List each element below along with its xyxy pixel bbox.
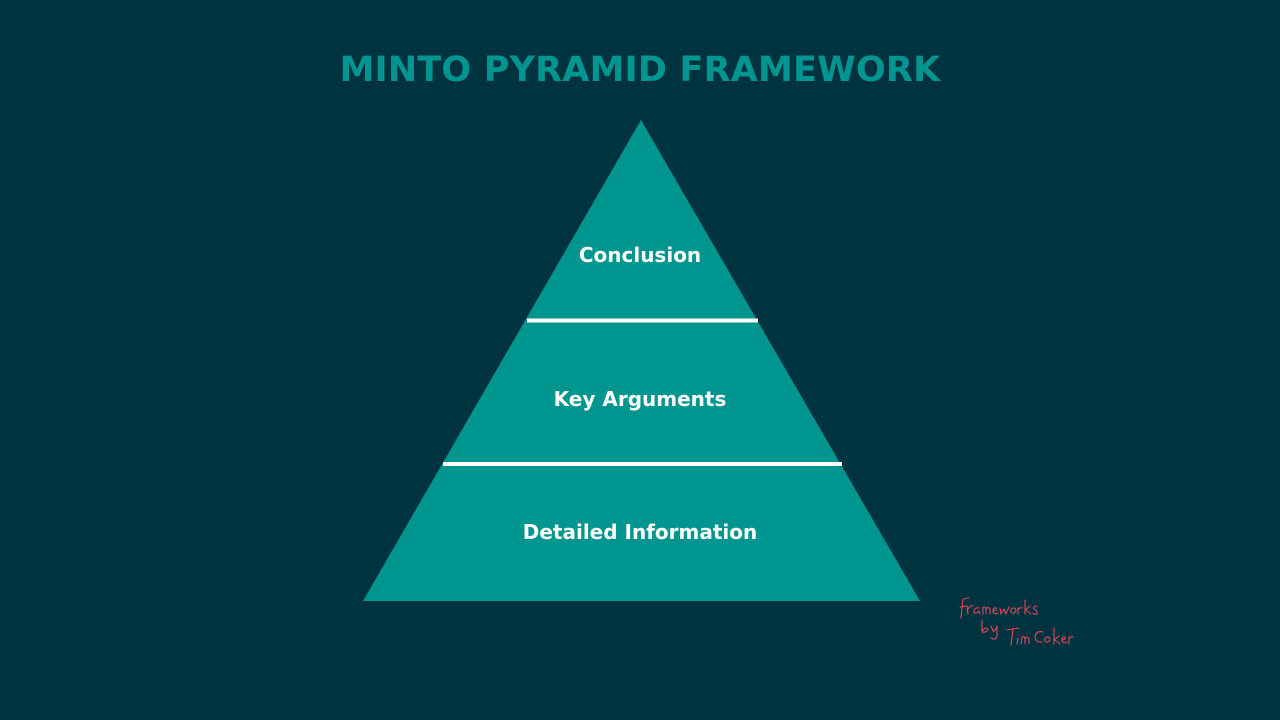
level-label-key-arguments: Key Arguments [554, 387, 727, 411]
handwritten-signature [959, 597, 1074, 646]
level-label-detailed-information: Detailed Information [523, 520, 758, 544]
pyramid-shape [363, 120, 920, 601]
page-title: MINTO PYRAMID FRAMEWORK [339, 50, 941, 90]
level-label-conclusion: Conclusion [579, 243, 701, 267]
